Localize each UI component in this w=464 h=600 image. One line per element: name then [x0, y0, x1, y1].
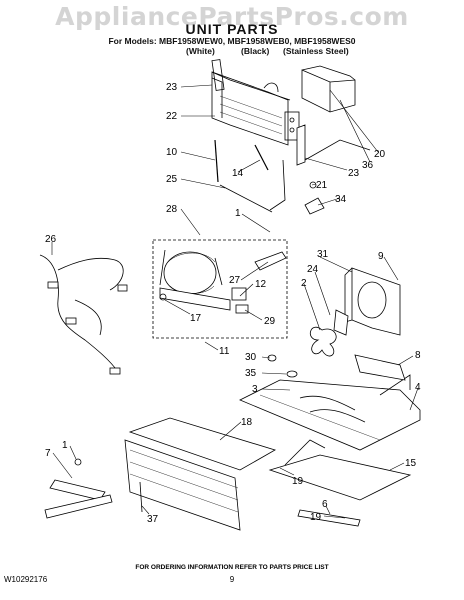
color-black-label: (Black) [241, 46, 270, 56]
callout: 17 [190, 313, 202, 324]
callout: 10 [166, 147, 178, 158]
callout: 12 [255, 279, 267, 290]
callout: 2 [301, 278, 307, 289]
callout: 23 [166, 82, 178, 93]
defrost-heater [214, 139, 286, 213]
callout: 31 [317, 249, 329, 260]
power-cord-bracket [44, 458, 113, 519]
callout: 3 [252, 384, 258, 395]
page-title: UNIT PARTS [185, 21, 279, 37]
callout: 11 [219, 346, 230, 357]
callout: 37 [147, 514, 159, 525]
callout: 23 [348, 168, 360, 179]
evaporator-cover [211, 59, 300, 146]
callout: 19 [310, 512, 322, 523]
callout: 22 [166, 111, 178, 122]
compartment-base [239, 374, 421, 451]
electronic-board [354, 354, 406, 381]
ordering-note: FOR ORDERING INFORMATION REFER TO PARTS … [135, 564, 329, 571]
leader-lines [51, 84, 419, 519]
callout: 25 [166, 174, 178, 185]
callout: 19 [292, 476, 304, 487]
wiring-harness [39, 254, 128, 375]
fan-blade [309, 326, 337, 357]
compressor [159, 249, 231, 311]
callout: 6 [322, 499, 328, 510]
callout: 18 [241, 417, 253, 428]
callout: 9 [378, 251, 384, 262]
callout: 8 [415, 350, 421, 361]
callout: 34 [335, 194, 347, 205]
callout: 26 [45, 234, 57, 245]
callout: 20 [374, 149, 386, 160]
model-list: For Models: MBF1958WEW0, MBF1958WEB0, MB… [108, 36, 356, 46]
callout: 1 [62, 440, 68, 451]
callout: 35 [245, 368, 257, 379]
color-steel-label: (Stainless Steel) [283, 46, 349, 56]
air-duct [301, 65, 356, 113]
fan-shroud [344, 267, 401, 336]
callout: 1 [235, 208, 241, 219]
callout: 30 [245, 352, 257, 363]
thermostat-clip [304, 181, 325, 215]
callout: 27 [229, 275, 241, 286]
watermark: AppliancePartsPros.com [55, 2, 409, 31]
damper-bracket [296, 124, 371, 166]
drain-pan [268, 439, 412, 501]
callout: 28 [166, 204, 178, 215]
callout: 21 [316, 180, 328, 191]
callout-labels: 23 22 10 25 14 21 34 23 36 20 28 1 26 31… [45, 82, 421, 525]
callout: 14 [232, 168, 244, 179]
condenser [124, 417, 277, 531]
callout: 4 [415, 382, 421, 393]
callout: 36 [362, 160, 374, 171]
callout: 15 [405, 458, 417, 469]
fan-motor [333, 309, 349, 336]
callout: 7 [45, 448, 51, 459]
grommet [267, 354, 298, 378]
compressor-assembly-box [152, 239, 288, 339]
document-id: W10292176 [4, 575, 48, 584]
color-white-label: (White) [186, 46, 215, 56]
page-number: 9 [229, 575, 235, 584]
bottom-bracket [297, 509, 361, 527]
callout: 29 [264, 316, 276, 327]
callout: 24 [307, 264, 319, 275]
